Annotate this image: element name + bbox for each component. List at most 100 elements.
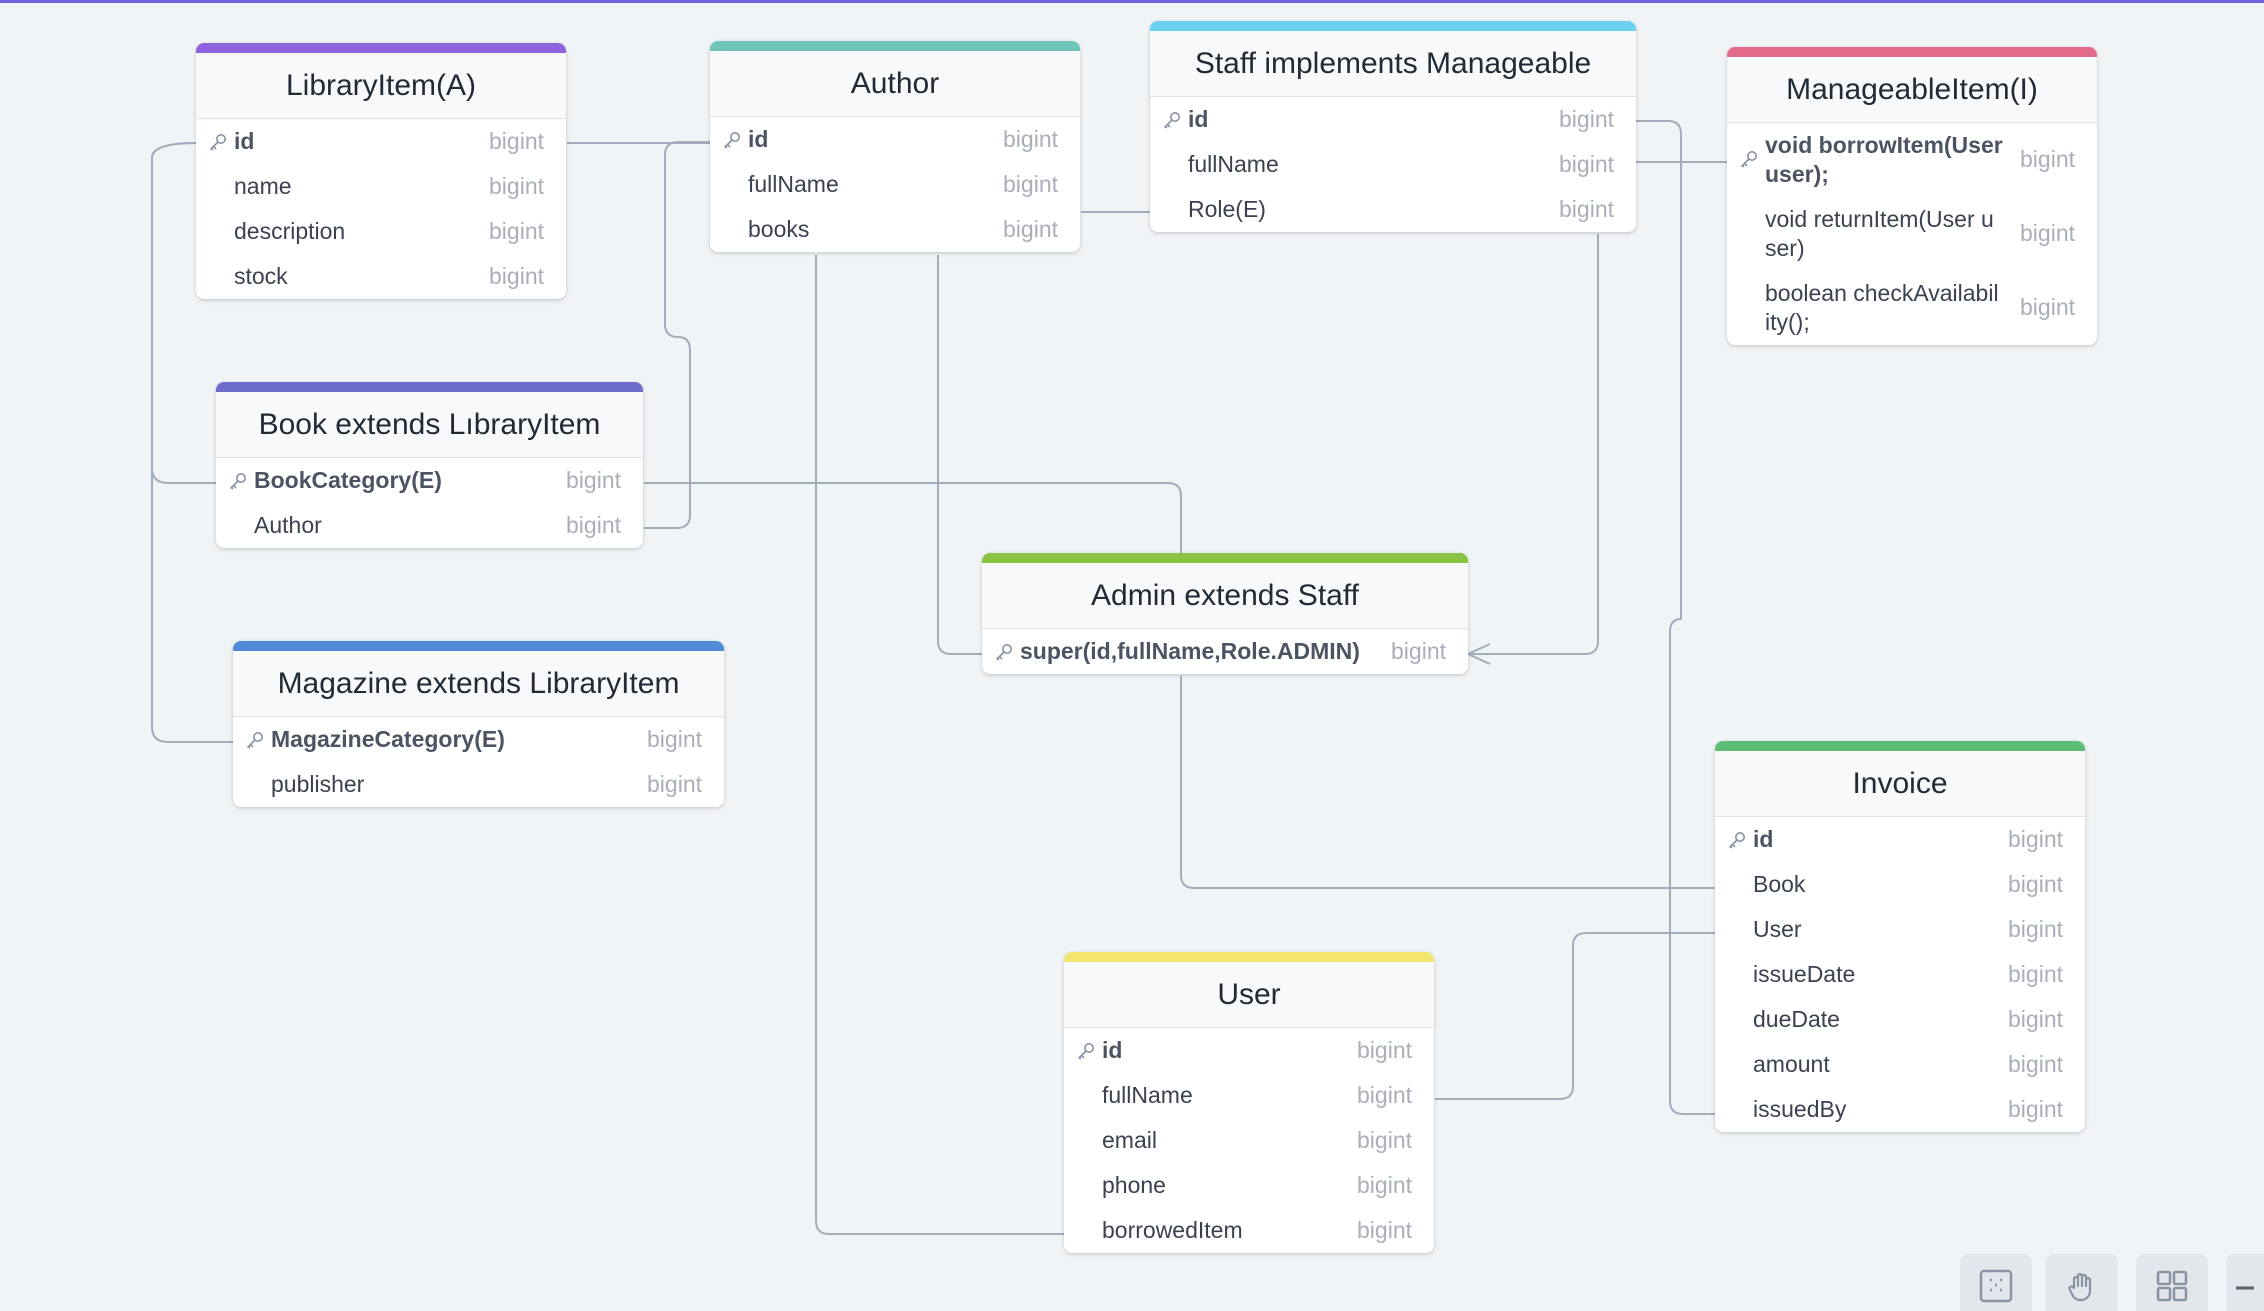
fit-view-button[interactable] [1960, 1254, 2032, 1311]
connector-admin-invoice [1180, 676, 1715, 889]
table-title: Book extends LıbraryItem [216, 392, 643, 458]
column-type: bigint [1559, 196, 1614, 222]
column-type: bigint [647, 771, 702, 797]
column-type: bigint [1357, 1127, 1412, 1153]
column-name: id [1102, 1037, 1123, 1063]
column-name: description [234, 218, 346, 244]
column-type: bigint [2008, 826, 2063, 852]
auto-layout-button[interactable] [2136, 1254, 2208, 1311]
column-name: void borrowItem(User user); [1765, 132, 2003, 187]
column-row[interactable]: Role(E)bigint [1150, 187, 1636, 232]
column-type: bigint [489, 218, 544, 244]
table-title: Author [710, 51, 1080, 117]
column-row[interactable]: description bigint [196, 209, 566, 254]
column-row[interactable]: borrowedItem bigint [1064, 1208, 1434, 1253]
column-row[interactable]: User bigint [1715, 907, 2085, 952]
connector-crowsfoot [1467, 643, 1491, 665]
connector-staff-admin [1468, 234, 1599, 655]
column-name: MagazineCategory(E) [271, 726, 505, 752]
column-row[interactable]: super(id,fullName,Role.ADMIN)bigint [982, 629, 1468, 674]
column-name: stock [234, 263, 288, 289]
column-type: bigint [1559, 151, 1614, 177]
canvas-toolbar [1960, 1254, 2264, 1311]
table-color-bar [1150, 21, 1636, 31]
table-title: ManageableItem(I) [1727, 57, 2097, 123]
grid-layout-icon [2156, 1270, 2188, 1302]
column-type: bigint [566, 467, 621, 493]
column-row[interactable]: void returnItem(User user)bigint [1727, 197, 2097, 271]
column-row[interactable]: void borrowItem(User user); bigint [1727, 123, 2097, 197]
table-columns: MagazineCategory(E)bigint publisher bigint [233, 717, 724, 807]
column-type: bigint [489, 263, 544, 289]
table-magazine[interactable]: Magazine extends LibraryItem MagazineCat… [233, 641, 724, 807]
column-name: id [234, 128, 255, 154]
table-title: User [1064, 962, 1434, 1028]
table-title: Invoice [1715, 751, 2085, 817]
column-name: name [234, 173, 292, 199]
column-row[interactable]: boolean checkAvailability();bigint [1727, 271, 2097, 345]
table-manageableitem[interactable]: ManageableItem(I) void borrowItem(User u… [1727, 47, 2097, 345]
column-type: bigint [2008, 916, 2063, 942]
table-color-bar [196, 43, 566, 53]
connector-book-admin [644, 482, 1182, 554]
zoom-out-icon [2236, 1286, 2254, 1290]
hand-tool-button[interactable] [2046, 1254, 2118, 1311]
primary-key-icon [722, 130, 742, 150]
table-admin[interactable]: Admin extends Staff super(id,fullName,Ro… [982, 553, 1468, 674]
hand-icon [2068, 1272, 2092, 1302]
column-type: bigint [1357, 1217, 1412, 1243]
column-name: User [1753, 916, 1802, 942]
column-type: bigint [2020, 294, 2075, 320]
column-row[interactable]: publisher bigint [233, 762, 724, 807]
column-type: bigint [1559, 106, 1614, 132]
column-type: bigint [2020, 146, 2075, 172]
column-row[interactable]: MagazineCategory(E)bigint [233, 717, 724, 762]
column-name: publisher [271, 771, 365, 797]
top-accent-line [0, 0, 2264, 3]
connector-staff-invoice [1636, 120, 1715, 1115]
column-name: borrowedItem [1102, 1217, 1243, 1243]
column-type: bigint [2020, 220, 2075, 246]
column-row[interactable]: stock bigint [196, 254, 566, 299]
column-name: Book [1753, 871, 1806, 897]
column-type: bigint [566, 512, 621, 538]
primary-key-icon [228, 471, 248, 491]
connector-libraryitem-magazine [151, 142, 233, 743]
zoom-out-button[interactable] [2226, 1254, 2264, 1311]
column-name: id [748, 126, 769, 152]
table-color-bar [1064, 952, 1434, 962]
table-title: LibraryItem(A) [196, 53, 566, 119]
primary-key-icon [1162, 110, 1182, 130]
column-name: phone [1102, 1172, 1166, 1198]
column-row[interactable]: BookCategory(E)bigint [216, 458, 643, 503]
table-book[interactable]: Book extends LıbraryItem BookCategory(E)… [216, 382, 643, 548]
